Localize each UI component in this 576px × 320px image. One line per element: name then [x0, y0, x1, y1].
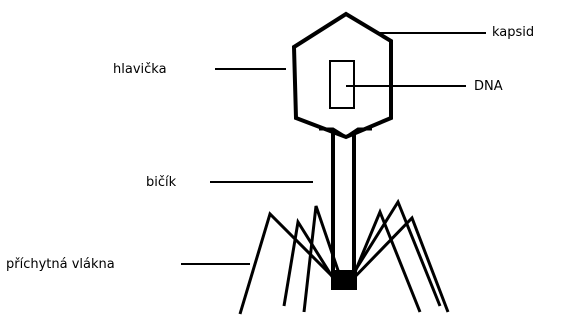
tail-fiber — [346, 198, 442, 307]
tail-fiber — [238, 211, 342, 315]
tail-fibers — [238, 198, 450, 315]
label-dna: DNA — [474, 79, 503, 94]
label-fibers: příchytná vlákna — [6, 257, 115, 272]
label-head: hlavička — [113, 62, 167, 77]
label-capsid: kapsid — [492, 25, 535, 40]
label-tail: bičík — [146, 175, 177, 190]
capsid-hexagon — [291, 11, 393, 140]
tail-fiber — [282, 217, 340, 307]
head-collar — [319, 127, 372, 139]
leader-lines — [181, 32, 486, 265]
tail-fiber — [302, 205, 344, 313]
dna-box — [329, 60, 355, 109]
tail-fiber — [344, 215, 450, 313]
